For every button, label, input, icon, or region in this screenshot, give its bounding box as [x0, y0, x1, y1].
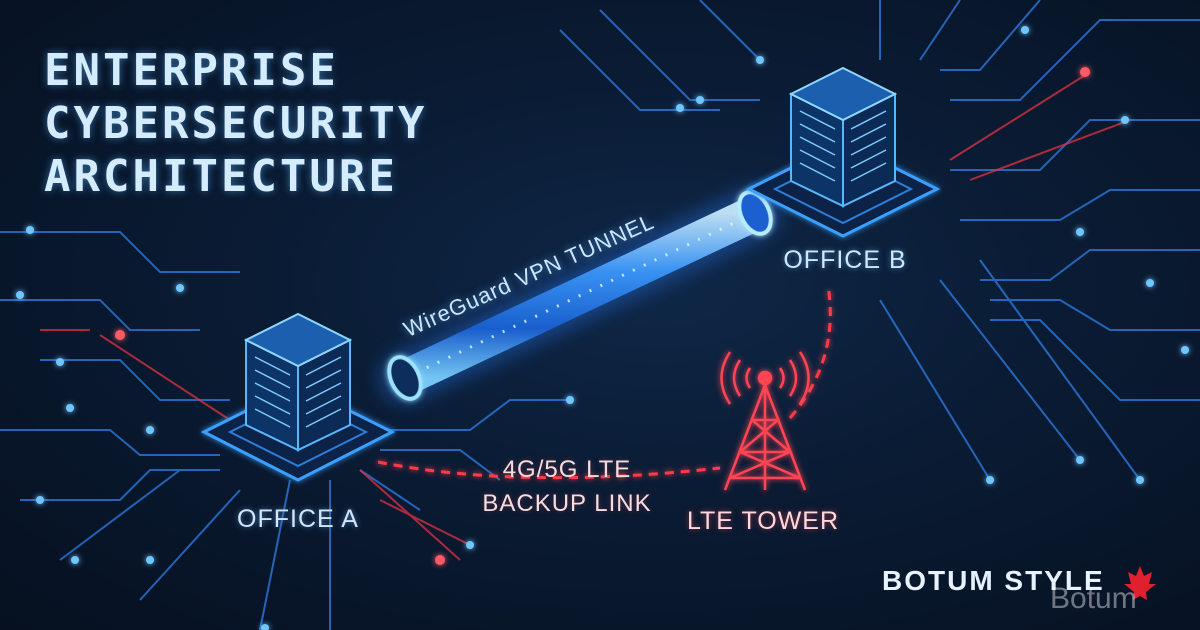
diagram-title: ENTERPRISE CYBERSECURITY ARCHITECTURE	[44, 44, 427, 203]
office-a-label: OFFICE A	[237, 505, 359, 533]
title-line-2: CYBERSECURITY	[44, 98, 428, 149]
lte-backup-link-to-office-a	[377, 460, 721, 480]
lte-tower-icon	[720, 351, 810, 491]
circuit-nodes	[16, 26, 1189, 630]
brand-logo: BOTUM STYLE	[882, 565, 1105, 596]
backup-link-label-line-1: 4G/5G LTE	[502, 456, 632, 483]
lte-backup-link-to-office-b	[788, 284, 832, 419]
watermark: Botum	[1050, 582, 1137, 615]
office-a-building-icon	[200, 312, 396, 482]
backup-link-label-line-2: BACKUP LINK	[482, 490, 652, 517]
lte-tower-label: LTE TOWER	[686, 507, 840, 535]
vpn-tunnel	[379, 187, 781, 404]
title-line-1: ENTERPRISE	[44, 45, 339, 96]
office-b-building-icon	[745, 66, 941, 238]
red-traces	[40, 71, 1131, 561]
title-line-3: ARCHITECTURE	[44, 151, 398, 202]
maple-leaf-icon	[1124, 566, 1156, 600]
backup-link-label: 4G/5G LTE BACKUP LINK	[482, 453, 651, 521]
office-b-label: OFFICE B	[783, 246, 907, 274]
